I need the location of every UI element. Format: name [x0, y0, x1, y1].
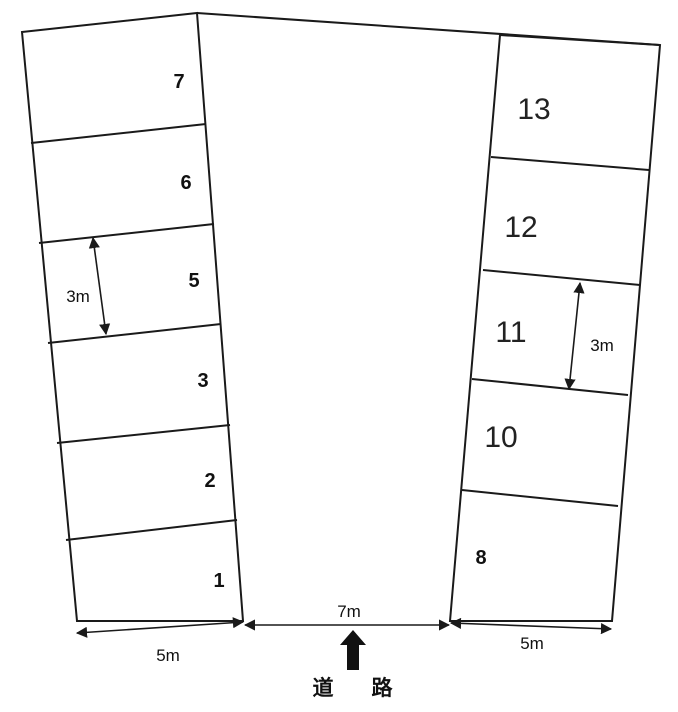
right-divider — [490, 156, 650, 171]
right-block-outline — [448, 33, 662, 622]
road-width-label: 7m — [337, 602, 361, 621]
road-entrance-arrow-icon — [340, 630, 366, 670]
road-label-char: 道 — [313, 676, 334, 700]
lot-number: 6 — [180, 172, 191, 194]
left-lot-block — [20, 11, 245, 622]
left-divider — [38, 223, 215, 244]
right-divider — [482, 269, 641, 286]
left-block-outline — [20, 11, 245, 622]
lot-number: 2 — [204, 470, 215, 492]
lot-number: 13 — [517, 93, 550, 126]
lot-number: 3 — [197, 370, 208, 392]
right-depth-label: 3m — [590, 336, 614, 355]
left-divider — [65, 519, 238, 541]
right-divider — [461, 489, 619, 507]
lot-number: 11 — [495, 316, 526, 349]
right-width-arrow — [449, 617, 613, 635]
right-lot-block — [448, 33, 662, 622]
lot-number: 12 — [504, 211, 537, 244]
right-divider — [471, 378, 629, 396]
lot-number: 10 — [484, 421, 517, 454]
left-divider — [30, 123, 207, 144]
left-width-label: 5m — [156, 646, 180, 665]
right-width-label: 5m — [520, 634, 544, 653]
left-depth-label: 3m — [66, 287, 90, 306]
lot-number: 5 — [188, 270, 199, 292]
right-depth-arrow — [564, 281, 585, 391]
road-label-char: 路 — [372, 676, 394, 700]
lot-number: 7 — [173, 71, 184, 93]
lot-number: 8 — [475, 547, 486, 569]
left-divider — [47, 323, 222, 344]
lot-number: 1 — [213, 570, 224, 592]
left-depth-arrow — [88, 236, 111, 336]
left-divider — [56, 424, 231, 444]
left-width-arrow — [75, 617, 245, 638]
